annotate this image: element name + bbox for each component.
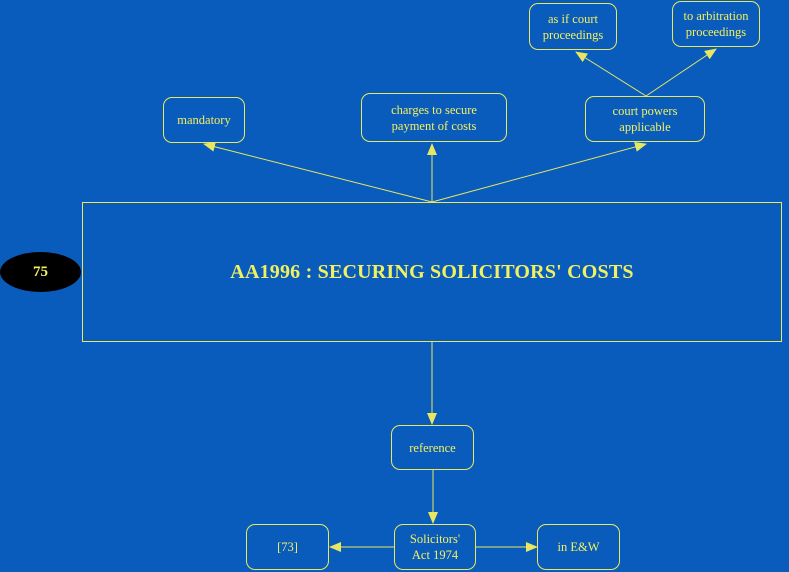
edge-court-powers-to-arbitration xyxy=(645,48,717,97)
node-number-badge: 75 xyxy=(0,252,81,292)
node-reference[interactable]: reference xyxy=(391,425,474,470)
node-in-ew[interactable]: in E&W xyxy=(537,524,620,570)
node-charges-to-secure[interactable]: charges to secure payment of costs xyxy=(361,93,507,142)
node-solicitors-act-1974[interactable]: Solicitors' Act 1974 xyxy=(394,524,476,570)
node-as-if-court-proceedings[interactable]: as if court proceedings xyxy=(529,3,617,50)
node-number: 75 xyxy=(33,263,48,280)
node-court-powers[interactable]: court powers applicable xyxy=(585,96,705,142)
edge-court-powers-to-as-if-court xyxy=(575,51,647,97)
main-title-box[interactable]: AA1996 : SECURING SOLICITORS' COSTS xyxy=(82,202,782,342)
main-title: AA1996 : SECURING SOLICITORS' COSTS xyxy=(230,260,634,283)
node-ref-73[interactable]: [73] xyxy=(246,524,329,570)
edge-title-to-court-powers xyxy=(431,142,647,203)
node-mandatory[interactable]: mandatory xyxy=(163,97,245,143)
edge-title-to-mandatory xyxy=(203,141,433,203)
node-to-arbitration-proceedings[interactable]: to arbitration proceedings xyxy=(672,1,760,47)
